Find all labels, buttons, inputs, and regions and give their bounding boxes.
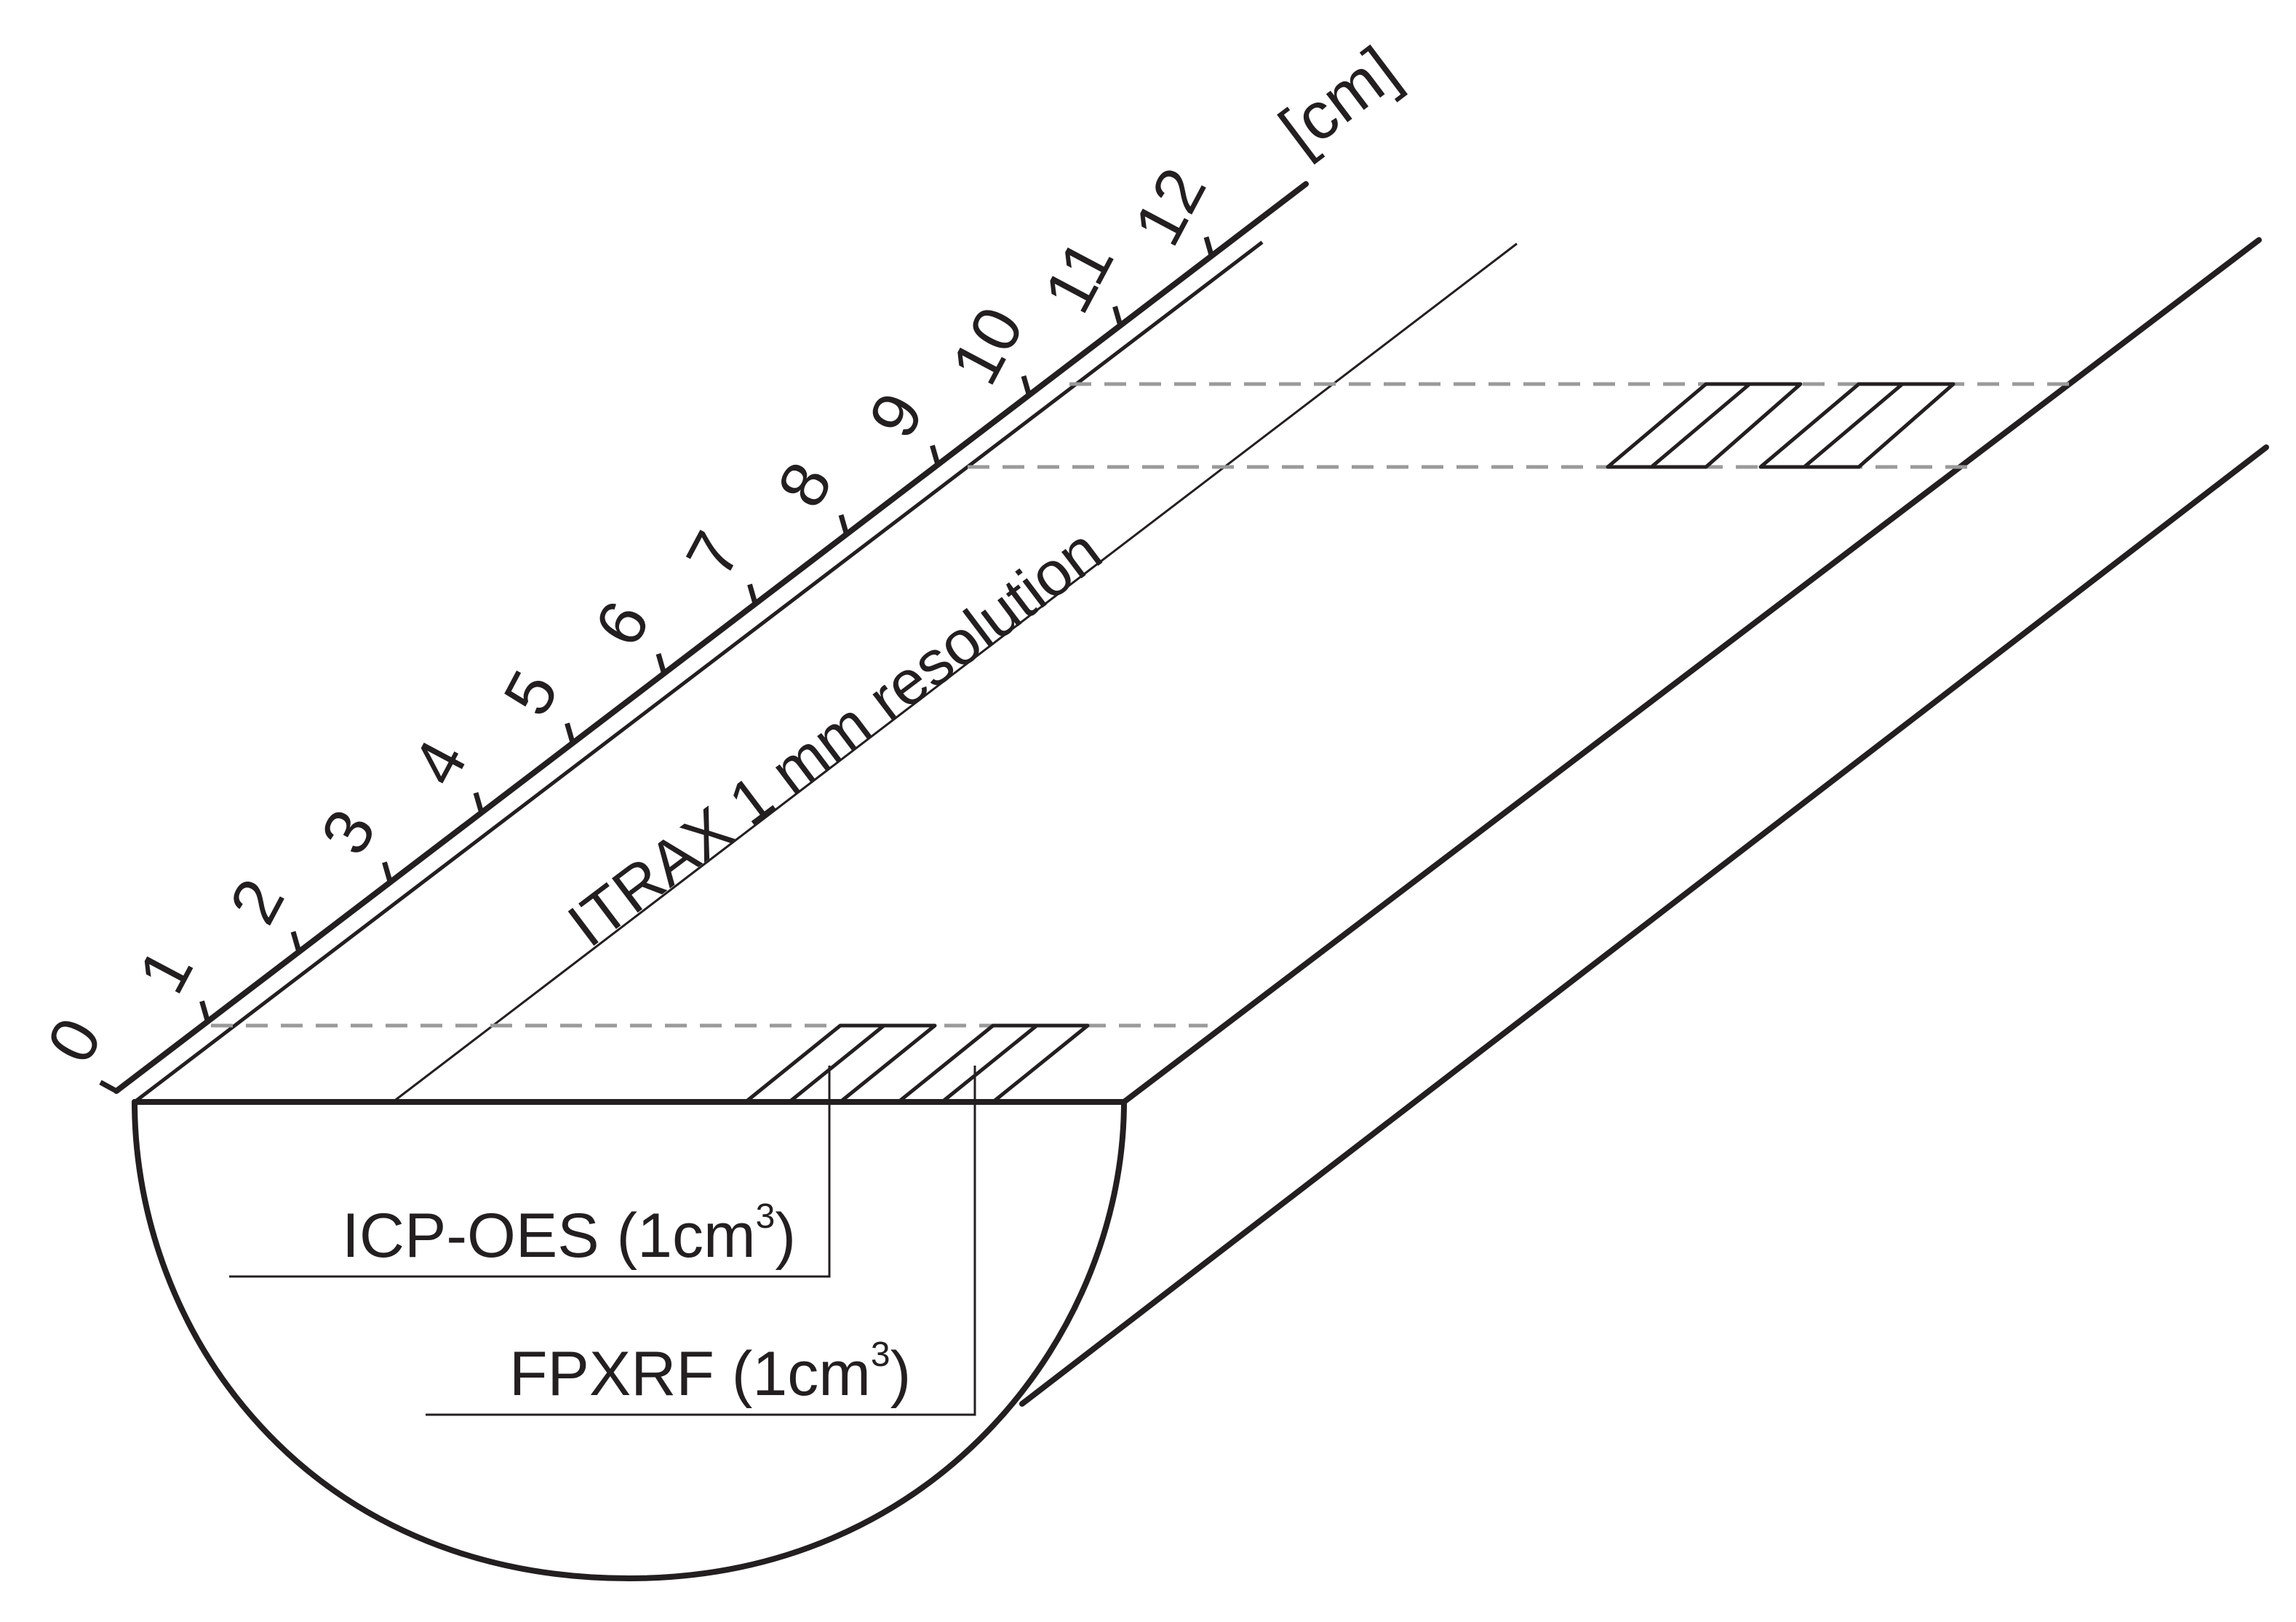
icp-sample-box <box>744 1023 937 1104</box>
scale-tick <box>1021 375 1032 397</box>
icp-leader <box>229 1066 831 1278</box>
scale-tick-label: 3 <box>307 798 390 866</box>
back-samples <box>1606 382 1956 469</box>
scale-tick-label: 1 <box>124 937 207 1004</box>
scale-unit-label: [cm] <box>1267 33 1412 168</box>
scale-tick <box>655 653 667 675</box>
scale-tick-label: 9 <box>855 381 938 449</box>
scale-tick-label: 2 <box>216 868 299 935</box>
sample-interval-guides <box>211 382 2081 1028</box>
icp-oes-label: ICP-OES (1cm3) <box>342 1197 796 1271</box>
scale-tick-label: 8 <box>764 451 847 519</box>
scale-tick <box>1203 236 1215 258</box>
scale-tick-label: 0 <box>33 1007 116 1074</box>
icp-sample-divider <box>788 1024 885 1103</box>
scale-tick-label: 4 <box>399 729 482 796</box>
scale-tick-label: 7 <box>672 520 755 588</box>
scale-zero-bracket <box>99 1079 118 1094</box>
back-sample-box-2 <box>1758 382 1956 469</box>
scale-ticks <box>199 236 1215 1023</box>
scale-tick <box>930 444 941 467</box>
fpxrf-label: FPXRF (1cm3) <box>509 1335 911 1409</box>
scale-tick-label: 6 <box>581 590 664 658</box>
scale-tick-label: 5 <box>490 659 573 727</box>
back-sample-divider-2 <box>1803 383 1904 468</box>
fpxrf-sample-box <box>896 1023 1090 1104</box>
scale-tick <box>565 722 575 745</box>
fpxrf-leader <box>426 1066 976 1416</box>
scale-tick <box>382 861 393 884</box>
itrax-scan-line <box>392 242 1518 1103</box>
scale-tick <box>199 1000 210 1023</box>
fpxrf-sample-divider <box>941 1024 1038 1103</box>
core-lower-long-edge <box>1019 444 2269 1407</box>
scale-tick <box>473 792 485 814</box>
scale-tick <box>290 931 302 953</box>
front-samples <box>744 1023 1090 1104</box>
scale-tick <box>1112 305 1123 328</box>
scale-line-inner <box>133 241 1264 1103</box>
scale-tick <box>747 583 758 606</box>
back-sample-box-1 <box>1606 382 1803 469</box>
core-body <box>132 237 2269 1581</box>
scale-tick <box>838 514 850 536</box>
scale-bar <box>99 181 1309 1103</box>
core-upper-long-edge <box>1121 237 2262 1105</box>
itrax-label: ITRAX 1 mm resolution <box>556 516 1115 961</box>
core-cross-section <box>132 1099 1127 1581</box>
leader-lines <box>229 1066 976 1416</box>
scale-line-outer <box>113 181 1309 1094</box>
back-sample-divider-1 <box>1650 383 1751 468</box>
